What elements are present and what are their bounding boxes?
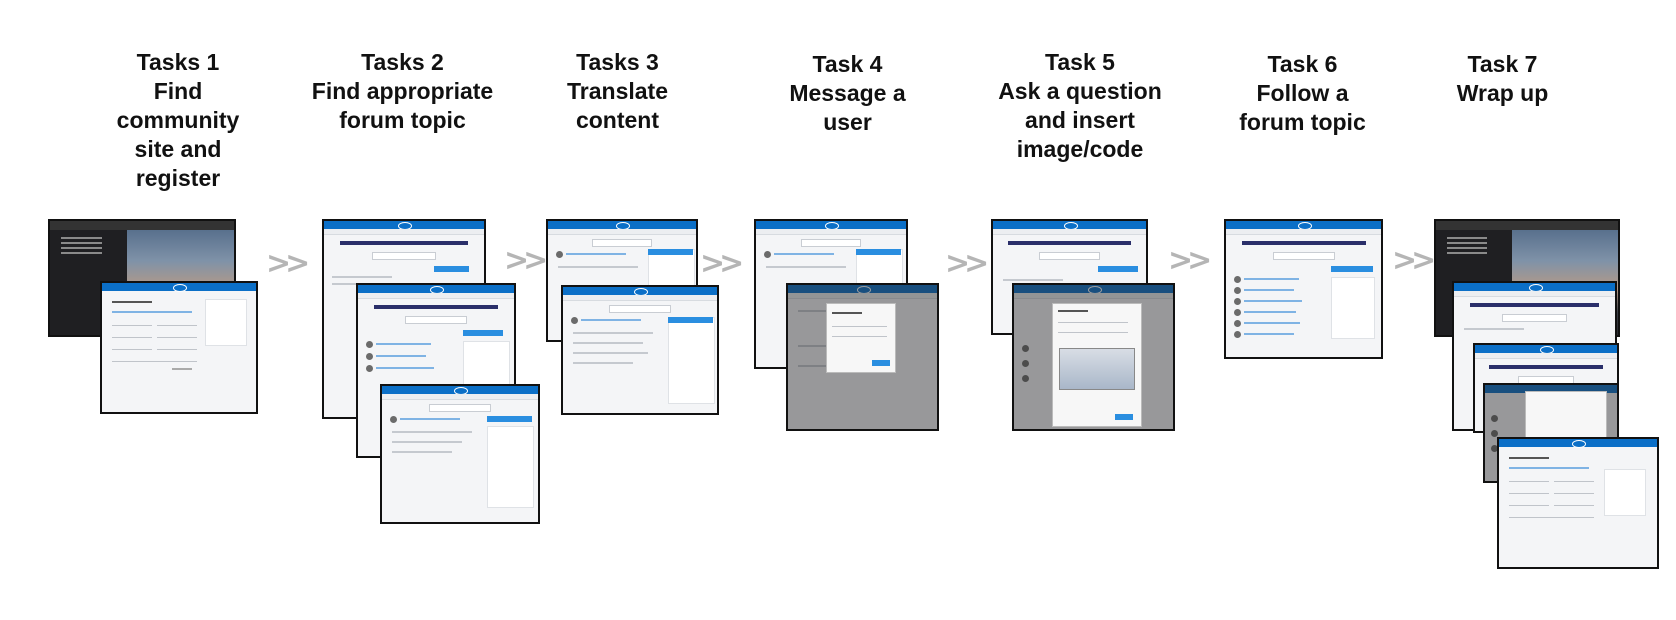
flow-arrow-3: >> bbox=[700, 246, 744, 281]
task-1-title: Tasks 1 Find community site and register bbox=[116, 49, 240, 191]
task-3-screenshot-translated bbox=[561, 285, 719, 415]
task-6-title: Task 6 Follow a forum topic bbox=[1239, 51, 1366, 135]
task-2-title: Tasks 2 Find appropriate forum topic bbox=[311, 49, 494, 133]
flow-arrow-1: >> bbox=[266, 246, 310, 281]
flow-arrow-2: >> bbox=[504, 243, 548, 278]
task-4-title: Task 4 Message a user bbox=[789, 51, 906, 135]
flow-arrow-6: >> bbox=[1392, 243, 1436, 278]
task-1-screenshot-register bbox=[100, 281, 258, 414]
task-6-screenshot-follow bbox=[1224, 219, 1383, 359]
task-5-screenshot-question-modal bbox=[1012, 283, 1175, 431]
task-4-screenshot-message-modal bbox=[786, 283, 939, 431]
task-2-screenshot-thread bbox=[380, 384, 540, 524]
flow-arrow-5: >> bbox=[1168, 243, 1212, 278]
flow-arrow-4: >> bbox=[945, 246, 989, 281]
task-3-title: Tasks 3 Translate content bbox=[567, 49, 668, 133]
task-5-title: Task 5 Ask a question and insert image/c… bbox=[998, 49, 1162, 162]
task-7-title: Task 7 Wrap up bbox=[1456, 51, 1549, 106]
task-7-screenshot-register bbox=[1497, 437, 1659, 569]
